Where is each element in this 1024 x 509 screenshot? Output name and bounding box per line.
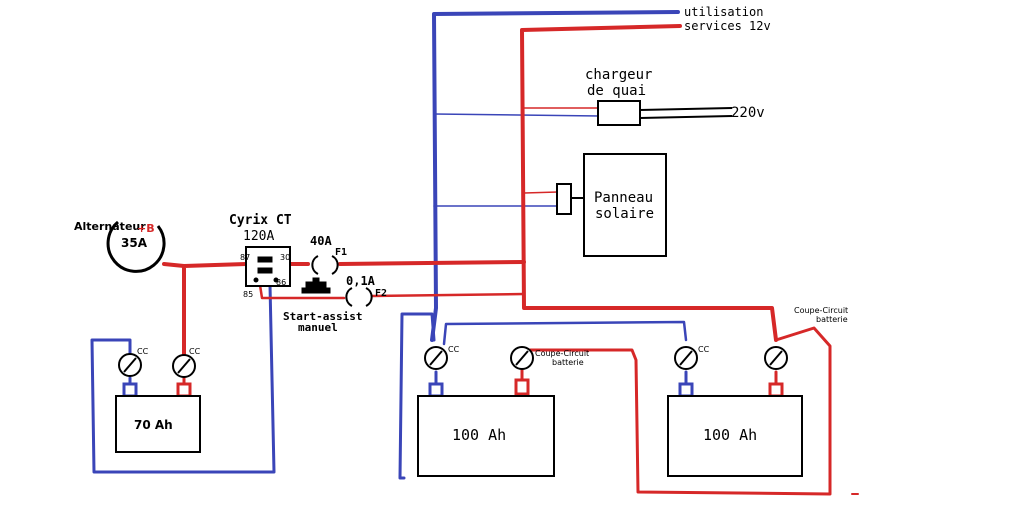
charger-box (597, 100, 641, 126)
label-pin30: 30 (280, 253, 290, 262)
alternator (106, 220, 166, 273)
label-plus-b: +B (137, 222, 155, 235)
label-cyrix: Cyrix CT (229, 213, 292, 228)
blue-loop-battery-1 (398, 312, 436, 480)
solar-panel-box (583, 153, 667, 257)
cyrix-contact (257, 256, 273, 263)
label-01a: 0,1A (346, 274, 376, 288)
red-to-solar (523, 191, 559, 194)
label-120a: 120A (243, 229, 274, 244)
gauge-70-neg (118, 353, 142, 377)
battery-70ah (115, 395, 201, 453)
label-pin86: 86 (276, 278, 286, 287)
red-f2-line (258, 283, 526, 300)
red-alternator-line (162, 262, 248, 360)
red-f1-to-bus (338, 260, 526, 266)
label-cc-1: CC (137, 347, 149, 356)
label-manuel: manuel (298, 321, 338, 334)
label-batterie-2: batterie (816, 315, 848, 324)
fuse-f2 (345, 287, 373, 307)
gauge-100b-pos (764, 346, 788, 370)
label-start-assist: Start-assist (283, 310, 362, 323)
negative-wires (90, 10, 688, 480)
label-battery-70ah: 70 Ah (134, 418, 173, 432)
label-services: services 12v (684, 19, 771, 33)
label-utilisation: utilisation (684, 5, 763, 19)
label-cc-4: CC (698, 345, 710, 354)
cyrix-box (245, 246, 291, 287)
battery-terminals (122, 378, 784, 398)
label-pin87: 87 (240, 253, 250, 262)
label-batterie-1: batterie (552, 358, 584, 367)
gauge-70-pos (172, 354, 196, 378)
label-pin85: 85 (243, 290, 253, 299)
label-alternateur: Alternateur (74, 220, 146, 233)
label-220v: 220v (731, 105, 765, 121)
label-cc-2: CC (189, 347, 201, 356)
battery-100ah-b (667, 395, 803, 477)
label-f2: F2 (375, 288, 387, 299)
blue-to-charger (433, 113, 601, 117)
mains-lines (639, 107, 733, 119)
label-battery-100ah-b: 100 Ah (703, 426, 757, 444)
gauge-100a-pos (510, 346, 534, 370)
label-battery-100ah-a: 100 Ah (452, 426, 506, 444)
red-loop-100b (522, 326, 832, 496)
fuse-f1 (311, 255, 339, 275)
label-35a: 35A (121, 236, 148, 250)
label-40a: 40A (310, 234, 332, 248)
gauge-100b-neg (674, 346, 698, 370)
label-de-quai: de quai (587, 83, 646, 99)
cyrix-relay (245, 246, 291, 287)
label-f1: F1 (335, 247, 347, 258)
label-chargeur: chargeur (585, 67, 652, 83)
label-panneau: Panneau (594, 190, 653, 206)
solar-controller (556, 183, 572, 215)
start-assist-button (301, 277, 331, 294)
alternator-circle (106, 220, 166, 273)
blue-bridge-batteries (442, 320, 688, 346)
blue-relay-85-to-70ah (90, 283, 276, 474)
cyrix-contact2 (257, 267, 273, 274)
label-coupe-circuit-2: Coupe-Circuit (794, 306, 848, 315)
label-cc-3: CC (448, 345, 460, 354)
label-solaire: solaire (595, 206, 654, 222)
label-coupe-circuit-1: Coupe-Circuit (535, 349, 589, 358)
red-services (520, 24, 778, 342)
battery-100ah-a (417, 395, 555, 477)
gauge-100a-neg (424, 346, 448, 370)
